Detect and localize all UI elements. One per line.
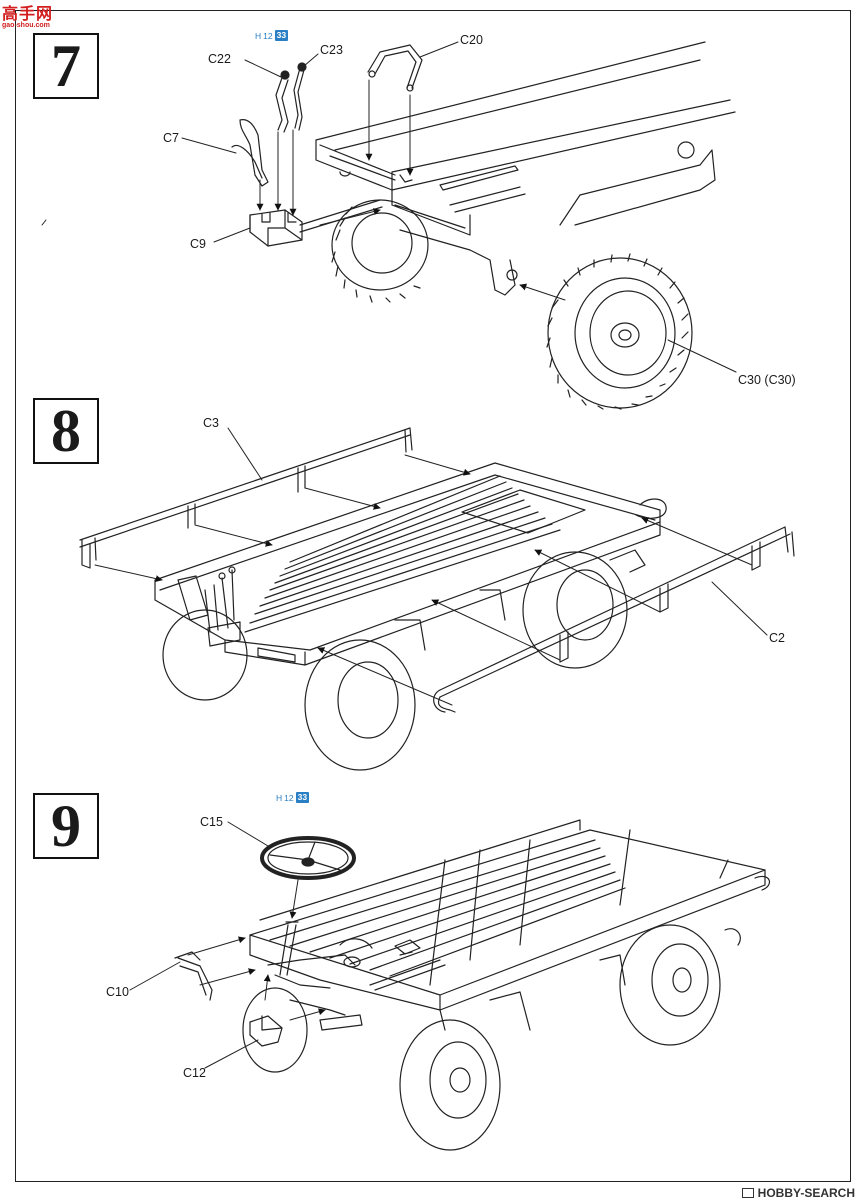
watermark-url: gao-shou.com — [2, 22, 50, 29]
step-9-drawing — [175, 820, 769, 1150]
step-9-paint-ref: H 12 33 — [276, 792, 310, 803]
watermark-hobbysearch-text: HOBBY-SEARCH — [757, 1186, 855, 1200]
part-label-c23: C23 — [320, 43, 343, 57]
page-frame — [15, 10, 851, 1182]
watermark-bottom-right: HOBBY-SEARCH — [741, 1186, 855, 1200]
part-label-c30: C30 (C30) — [738, 373, 796, 387]
part-label-c7: C7 — [163, 131, 179, 145]
part-label-c22: C22 — [208, 52, 231, 66]
part-label-c15: C15 — [200, 815, 223, 829]
step-9-number: 9 — [33, 793, 99, 859]
part-label-c20: C20 — [460, 33, 483, 47]
step-8-number: 8 — [33, 398, 99, 464]
part-label-c3: C3 — [203, 416, 219, 430]
part-label-c12: C12 — [183, 1066, 206, 1080]
step-7-drawing — [232, 42, 735, 409]
hobbysearch-logo-icon — [741, 1188, 754, 1198]
part-label-c9: C9 — [190, 237, 206, 251]
watermark-cn-text: 高手网 — [2, 4, 54, 23]
part-label-c10: C10 — [106, 985, 129, 999]
watermark-top-left: 高手网 gao-shou.com — [2, 4, 54, 30]
step-7-paint-ref: H 12 33 — [255, 30, 289, 41]
step-7-number: 7 — [33, 33, 99, 99]
part-label-c2: C2 — [769, 631, 785, 645]
step-8-drawing — [80, 428, 794, 770]
